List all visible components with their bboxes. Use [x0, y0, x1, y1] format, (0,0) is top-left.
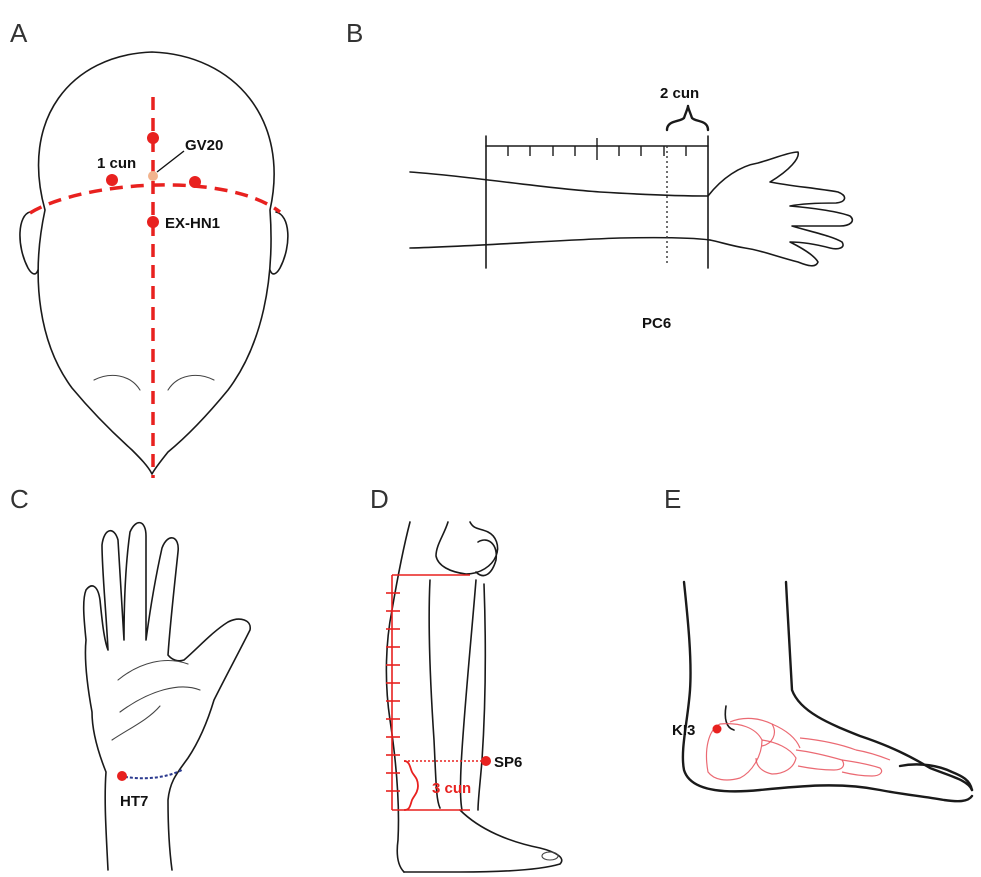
gv20-leader-line — [157, 151, 184, 172]
panel-a-letter: A — [10, 18, 28, 48]
sishencong-left-point — [106, 174, 118, 186]
ex-hn1-label: EX-HN1 — [165, 215, 220, 232]
hand-outline — [708, 152, 852, 266]
forearm-upper — [410, 172, 708, 196]
panel-e-letter: E — [664, 484, 681, 514]
foot-outline — [404, 810, 562, 872]
sp6-point — [481, 756, 491, 766]
sishencong-right-point — [189, 176, 201, 188]
foot-front-outline — [786, 582, 972, 790]
palm-crease-3 — [112, 706, 160, 740]
panel-c: C HT7 — [10, 484, 250, 870]
toenail — [542, 852, 558, 860]
palm-crease-2 — [118, 661, 188, 680]
panel-d-letter: D — [370, 484, 389, 514]
transverse-dashed — [30, 185, 280, 213]
gv20-label: GV20 — [185, 137, 223, 154]
ht7-point — [117, 771, 127, 781]
toes — [900, 764, 972, 790]
pc6-label: PC6 — [642, 315, 671, 332]
panel-d: D SP6 3 cun — [370, 484, 562, 872]
fibula — [478, 584, 485, 810]
head-outline — [38, 52, 274, 474]
ki3-point — [713, 725, 722, 734]
two-cun-label: 2 cun — [660, 85, 699, 102]
palm-crease-1 — [120, 687, 200, 712]
panel-a: A GV20 1 cun EX-HN1 — [10, 18, 288, 478]
forearm-lower — [410, 238, 710, 248]
nose-tip-right — [168, 375, 214, 390]
nose-tip — [94, 375, 140, 390]
three-cun-label: 3 cun — [432, 780, 471, 797]
three-cun-brace — [404, 761, 418, 810]
ruler-ticks — [508, 138, 686, 160]
femur-and-knee — [436, 522, 498, 574]
one-cun-label: 1 cun — [97, 155, 136, 172]
foot-bones — [707, 718, 891, 780]
sishencong-front-point — [147, 132, 159, 144]
right-ear — [270, 212, 288, 274]
malleolus — [725, 706, 734, 730]
sp6-label: SP6 — [494, 754, 522, 771]
ki3-label: KI3 — [672, 722, 695, 739]
ht7-label: HT7 — [120, 793, 148, 810]
left-ear — [20, 212, 38, 274]
panel-b: B 2 cun PC6 — [346, 18, 852, 332]
two-cun-brace — [667, 106, 708, 130]
gv20-point — [148, 171, 158, 181]
panel-c-letter: C — [10, 484, 29, 514]
patella — [476, 540, 496, 576]
hand-palm-outline — [84, 523, 251, 870]
ex-hn1-point — [147, 216, 159, 228]
panel-e: E KI3 — [664, 484, 972, 801]
tibia — [429, 580, 476, 810]
leg-ruler-ticks — [386, 593, 400, 791]
panel-b-letter: B — [346, 18, 363, 48]
wrist-crease — [120, 770, 182, 778]
